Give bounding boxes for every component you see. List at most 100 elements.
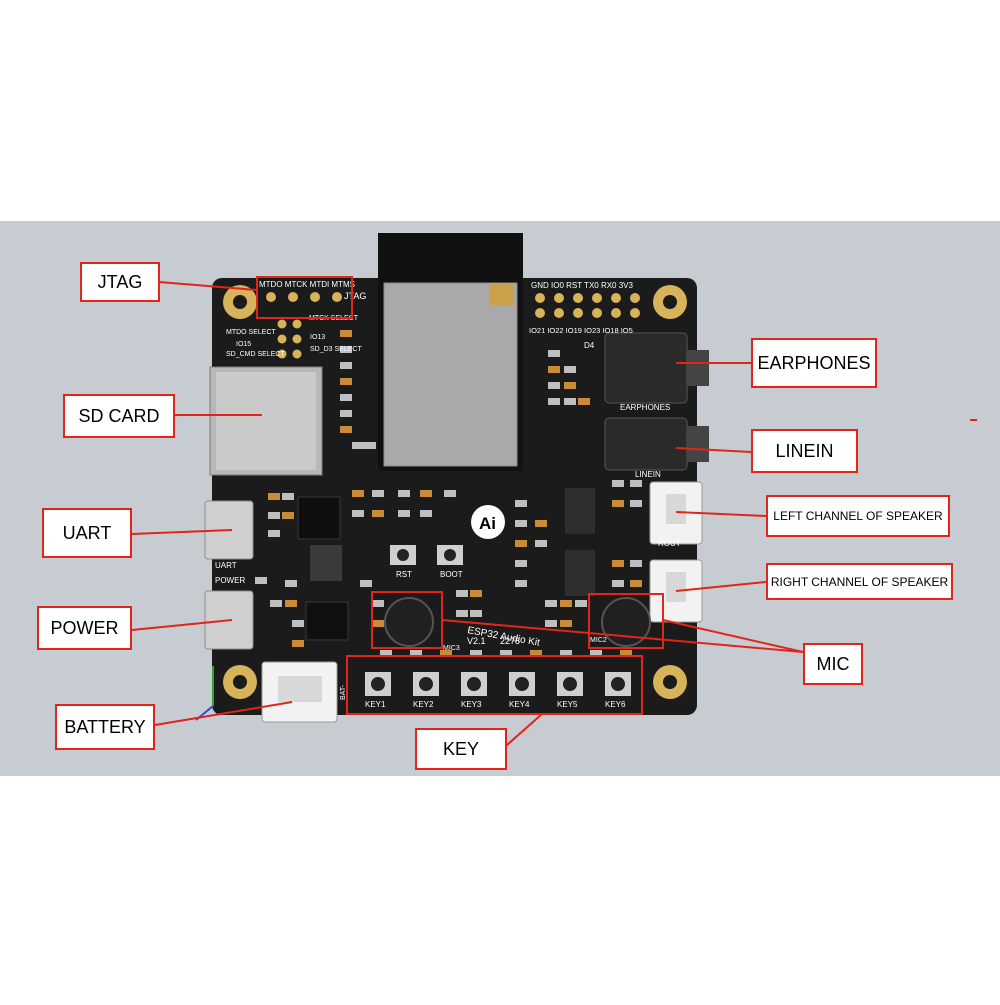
smd-part	[285, 600, 297, 607]
jtag-leader	[158, 281, 258, 291]
power-callout: POWER	[37, 606, 132, 650]
smd-part	[578, 398, 590, 405]
earphones-callout: EARPHONES	[751, 338, 877, 388]
mic2-microphone	[601, 597, 651, 647]
smd-part	[340, 426, 352, 433]
smd-part	[372, 510, 384, 517]
leader-lines	[131, 281, 977, 746]
silk-earphones: EARPHONES	[620, 403, 670, 412]
header-pad	[592, 293, 602, 303]
smd-part	[530, 650, 542, 657]
right-speaker-callout: RIGHT CHANNEL OF SPEAKER	[766, 563, 953, 600]
sd-card-inner	[216, 372, 316, 470]
silk-rout: ROUT	[658, 539, 681, 548]
smd-part	[515, 540, 527, 547]
smd-part	[270, 600, 282, 607]
key-button-cap	[371, 677, 385, 691]
right-speaker-socket	[666, 572, 686, 602]
smd-part	[380, 650, 392, 657]
select-pad	[277, 319, 287, 329]
smd-part	[560, 650, 572, 657]
smd-part	[630, 480, 642, 487]
power-leader	[131, 619, 233, 631]
header-pad	[535, 293, 545, 303]
ic-chip-4	[565, 488, 595, 534]
smd-part	[352, 490, 364, 497]
smd-part	[612, 560, 624, 567]
smd-part	[268, 530, 280, 537]
rst-button	[390, 545, 416, 565]
ic-chip-3	[305, 601, 349, 641]
smd-part	[630, 500, 642, 507]
battery-callout: BATTERY	[55, 704, 155, 750]
smd-part	[398, 490, 410, 497]
header-pads	[266, 292, 640, 359]
earphones-jack-barrel	[687, 350, 709, 386]
select-pad	[292, 319, 302, 329]
smd-part	[410, 650, 422, 657]
smd-part	[440, 650, 452, 657]
header-pad	[611, 293, 621, 303]
module-shield	[383, 282, 518, 467]
jtag-callout: JTAG	[80, 262, 160, 302]
silk-power: POWER	[215, 576, 245, 585]
linein-callout: LINEIN	[751, 429, 858, 473]
left-speaker-socket	[666, 494, 686, 524]
smd-part	[630, 580, 642, 587]
smd-part	[282, 493, 294, 500]
smd-part	[340, 410, 352, 417]
silk-version-code: 2278	[500, 636, 520, 646]
smd-part	[560, 600, 572, 607]
silk-bat: BAT-	[340, 684, 347, 700]
smd-part	[535, 540, 547, 547]
smd-part	[292, 640, 304, 647]
select-pad	[277, 334, 287, 344]
smd-part	[548, 366, 560, 373]
smd-part	[575, 600, 587, 607]
silk-boot: BOOT	[440, 570, 463, 579]
select-pad	[292, 334, 302, 344]
silk-sd-d3-select: SD_D3 SELECT	[310, 346, 362, 353]
smd-part	[352, 510, 364, 517]
smd-part	[560, 620, 572, 627]
sd-card-callout: SD CARD	[63, 394, 175, 438]
smd-part	[340, 346, 352, 353]
smd-part	[372, 490, 384, 497]
ic-chip-2	[310, 545, 342, 581]
silkscreen: MTDO MTCK MTDI MTMS JTAG MTDO SELECT MTC…	[215, 280, 681, 700]
header-pad	[573, 308, 583, 318]
smd-part	[420, 510, 432, 517]
smd-part	[470, 610, 482, 617]
key-button-cap	[419, 677, 433, 691]
smd-part	[364, 442, 376, 449]
smd-part	[470, 590, 482, 597]
silk-jtag-pins: MTDO MTCK MTDI MTMS	[259, 280, 355, 289]
smd-part	[372, 600, 384, 607]
silk-version: V2.1	[467, 636, 486, 646]
header-pad	[573, 293, 583, 303]
silk-rst: RST	[396, 570, 412, 579]
antenna-connector	[490, 283, 514, 305]
smd-part	[590, 650, 602, 657]
smd-part	[620, 650, 632, 657]
header-pad	[554, 293, 564, 303]
key-button-cap	[563, 677, 577, 691]
header-pad	[611, 308, 621, 318]
smd-part	[420, 490, 432, 497]
smd-part	[515, 520, 527, 527]
smd-part	[398, 510, 410, 517]
header-pad	[630, 293, 640, 303]
silk-io15: IO15	[236, 341, 251, 348]
keys-highlight	[346, 655, 643, 715]
smd-part	[470, 650, 482, 657]
smd-part	[500, 650, 512, 657]
smd-part	[285, 580, 297, 587]
key-label: KEY6	[605, 700, 626, 709]
smd-part	[535, 520, 547, 527]
smd-part	[564, 366, 576, 373]
silk-mtdo-select: MTDO SELECT	[226, 329, 277, 336]
jtag-pad	[266, 292, 276, 302]
silk-linein: LINEIN	[635, 470, 661, 479]
battery-socket	[278, 676, 322, 702]
